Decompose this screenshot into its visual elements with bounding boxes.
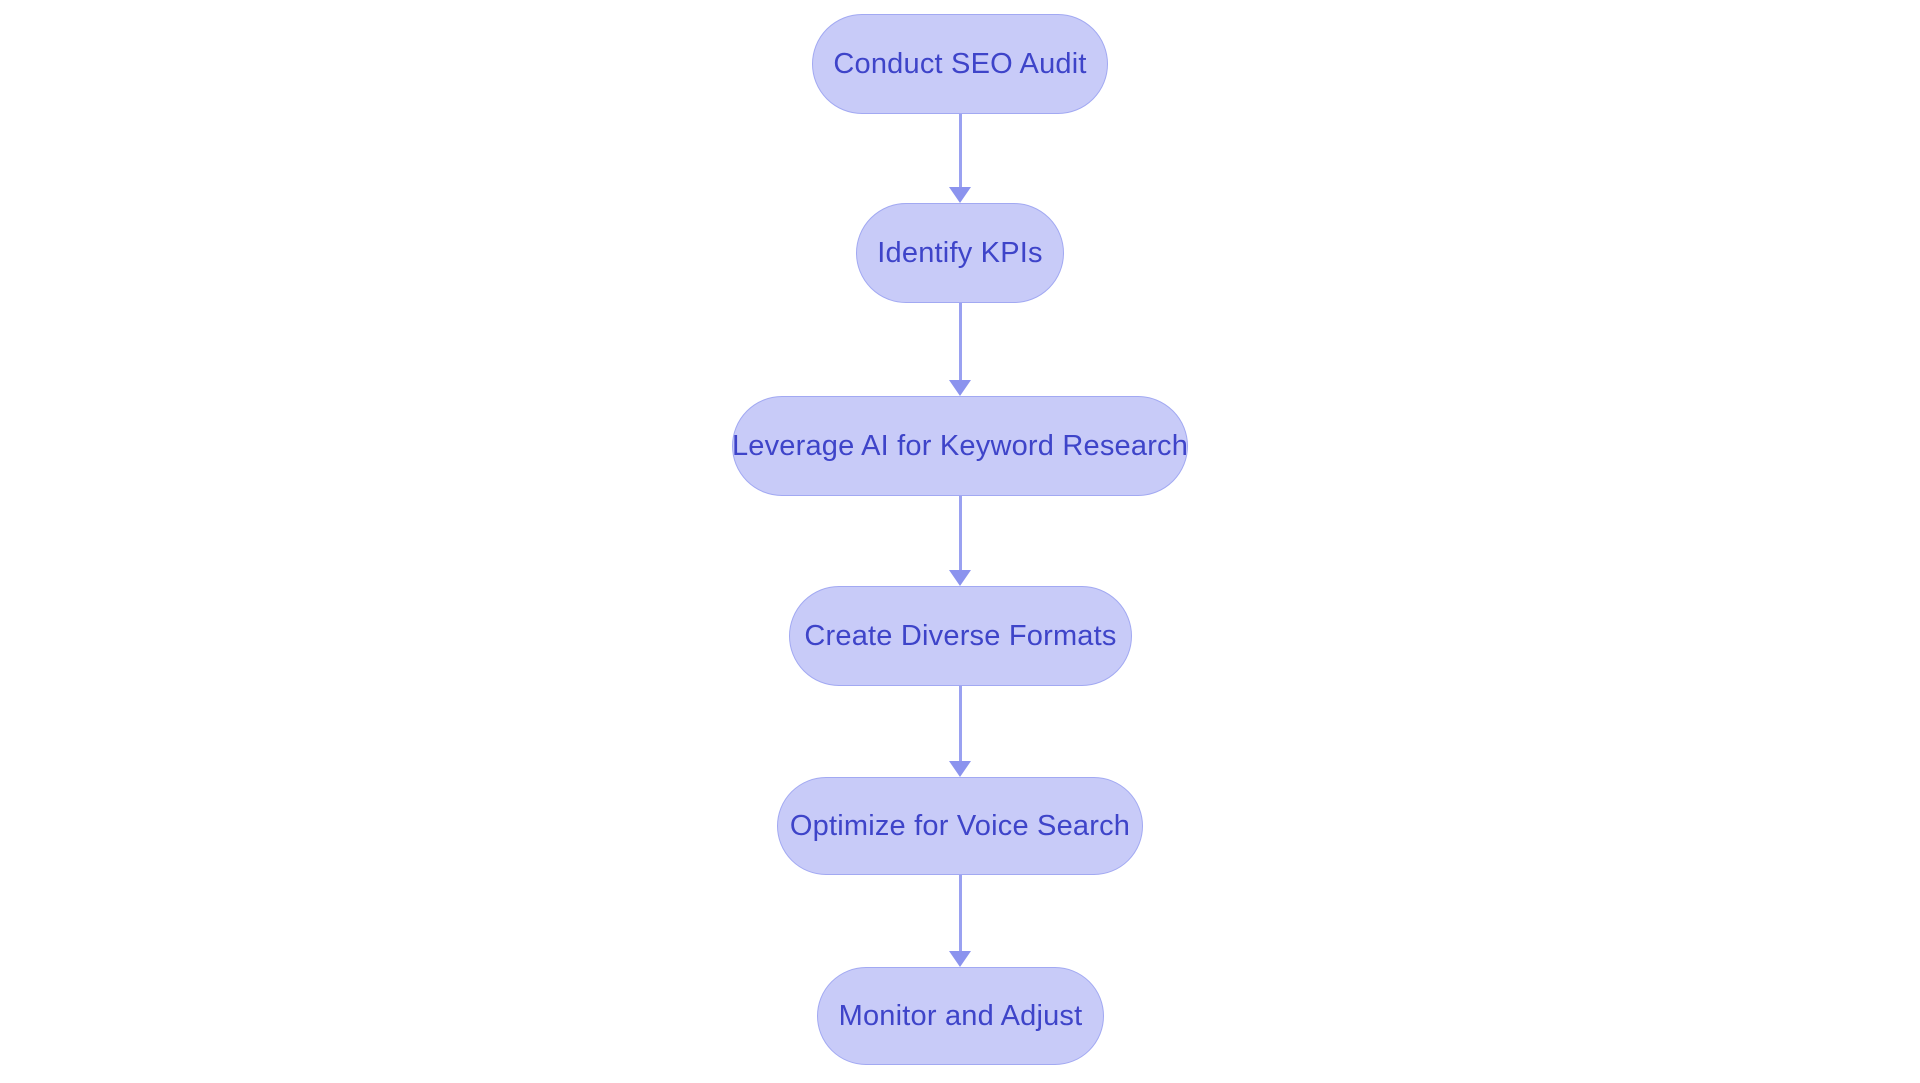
connector-n3-n4	[948, 496, 972, 586]
node-label: Leverage AI for Keyword Research	[731, 429, 1189, 462]
connector-line	[958, 686, 962, 762]
flow-node-leverage-ai-keyword-research: Leverage AI for Keyword Research	[732, 396, 1188, 496]
flow-node-conduct-seo-audit: Conduct SEO Audit	[812, 14, 1108, 114]
flow-node-create-diverse-formats: Create Diverse Formats	[789, 586, 1132, 686]
flow-node-monitor-and-adjust: Monitor and Adjust	[817, 967, 1104, 1065]
arrowhead-down-icon	[949, 951, 971, 967]
connector-line	[958, 303, 962, 381]
node-label: Optimize for Voice Search	[789, 809, 1131, 842]
connector-n5-n6	[948, 875, 972, 967]
flow-node-optimize-voice-search: Optimize for Voice Search	[777, 777, 1143, 875]
node-label: Identify KPIs	[877, 236, 1043, 269]
connector-line	[958, 496, 962, 571]
node-label: Monitor and Adjust	[838, 999, 1083, 1032]
connector-n4-n5	[948, 686, 972, 777]
node-label: Conduct SEO Audit	[833, 47, 1087, 80]
flow-node-identify-kpis: Identify KPIs	[856, 203, 1064, 303]
arrowhead-down-icon	[949, 380, 971, 396]
connector-n1-n2	[948, 114, 972, 203]
node-label: Create Diverse Formats	[804, 619, 1117, 652]
arrowhead-down-icon	[949, 570, 971, 586]
connector-n2-n3	[948, 303, 972, 396]
connector-line	[958, 875, 962, 952]
arrowhead-down-icon	[949, 187, 971, 203]
connector-line	[958, 114, 962, 188]
arrowhead-down-icon	[949, 761, 971, 777]
